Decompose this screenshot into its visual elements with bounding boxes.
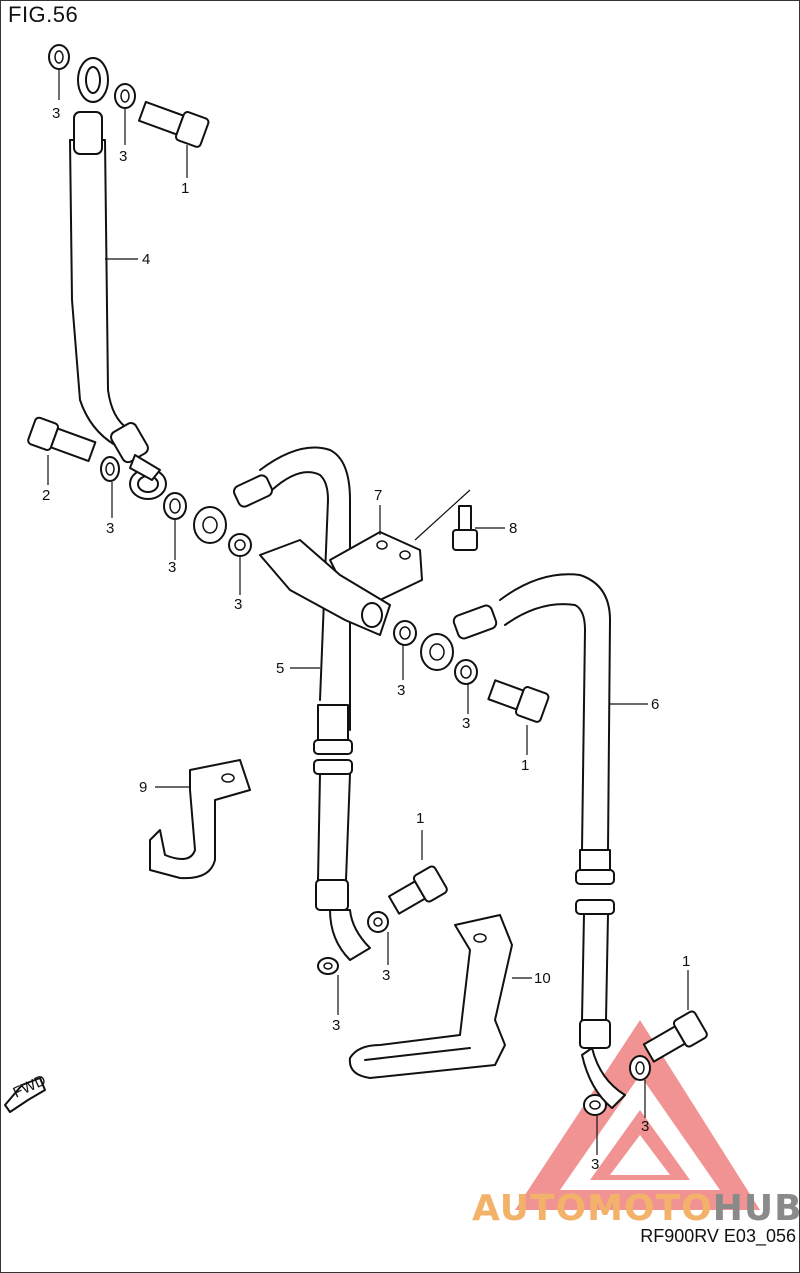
callout-3: 3 — [168, 559, 176, 576]
fwd-arrow-icon: FWD — [4, 1072, 49, 1113]
callout-10: 10 — [534, 970, 551, 987]
watermark-logo: AUTOMOTOHUB — [472, 1188, 800, 1229]
callout-3: 3 — [397, 682, 405, 699]
callout-9: 9 — [139, 779, 147, 796]
callout-3: 3 — [119, 148, 127, 165]
callout-3: 3 — [332, 1017, 340, 1034]
clamp-9 — [149, 759, 251, 880]
clamp-10 — [348, 914, 513, 1079]
callout-4: 4 — [142, 251, 150, 268]
figure-code: RF900RV E03_056 — [640, 1226, 796, 1246]
watermark-part2: HUB — [712, 1188, 800, 1229]
callout-3: 3 — [382, 967, 390, 984]
callout-2: 2 — [42, 487, 50, 504]
callout-1: 1 — [521, 757, 529, 774]
watermark-part1: AUTOMOTO — [472, 1188, 713, 1229]
watermark-triangle — [515, 1020, 760, 1210]
callout-1: 1 — [416, 810, 424, 827]
callout-3: 3 — [641, 1118, 649, 1135]
callout-3: 3 — [52, 105, 60, 122]
brake-junction-7 — [259, 489, 471, 636]
callout-3: 3 — [591, 1156, 599, 1173]
figure-title: FIG.56 — [8, 2, 79, 27]
callout-3: 3 — [106, 520, 114, 537]
callout-labels: 3 3 1 4 2 3 3 3 7 8 5 3 3 6 1 9 1 3 3 10… — [42, 105, 690, 1173]
callout-1: 1 — [682, 953, 690, 970]
callout-3: 3 — [462, 715, 470, 732]
hose-right-6 — [420, 573, 626, 1109]
callout-3: 3 — [234, 596, 242, 613]
callout-5: 5 — [276, 660, 284, 677]
hose-upper-4 — [69, 57, 167, 500]
union-bolts — [27, 100, 708, 1063]
callout-8: 8 — [509, 520, 517, 537]
callout-6: 6 — [651, 696, 659, 713]
callout-1: 1 — [181, 180, 189, 197]
hose-middle-5 — [193, 446, 371, 961]
leader-lines — [47, 70, 689, 1155]
callout-7: 7 — [374, 487, 382, 504]
